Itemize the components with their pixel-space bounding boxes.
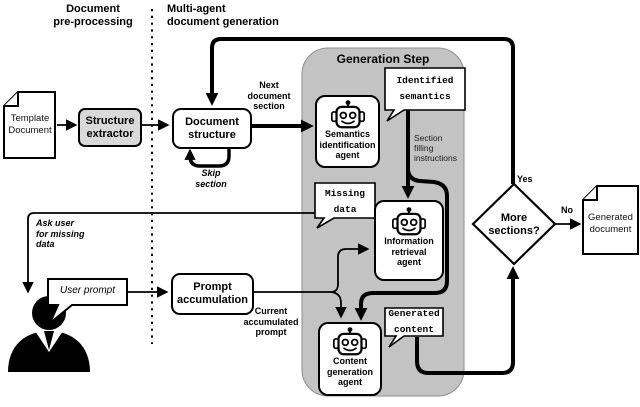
user-icon (8, 296, 90, 372)
more-sections-label: More sections? (488, 212, 540, 237)
document-structure-node: Document structure (172, 108, 252, 149)
yes-label: Yes (517, 174, 533, 184)
arrow-skip-section-loop (184, 147, 231, 168)
information-agent-label: Information retrieval agent (384, 236, 434, 267)
generated-content-text: Generated content (388, 308, 440, 335)
skip-section-label: Skip section (195, 168, 227, 189)
identified-semantics-text: Identified semantics (396, 75, 454, 102)
header-document-preprocessing: Document pre-processing (53, 3, 133, 28)
structure-extractor-node: Structure extractor (78, 108, 142, 147)
content-agent-label: Content generation agent (326, 356, 373, 387)
header-multi-agent-generation: Multi-agent document generation (167, 3, 279, 28)
next-document-section-label: Next document section (247, 80, 291, 111)
robot-icon (392, 207, 426, 236)
section-filling-instructions-label: Section filling instructions (414, 133, 457, 163)
template-document-label: Template Document (8, 113, 52, 136)
information-retrieval-agent-node: Information retrieval agent (374, 200, 444, 281)
semantics-agent-label: Semantics identification agent (319, 129, 376, 160)
missing-data-text: Missing data (325, 188, 365, 215)
content-generation-agent-node: Content generation agent (318, 322, 382, 396)
no-label: No (561, 205, 573, 215)
arrow-prompt-to-content-agent (330, 291, 347, 319)
robot-icon (330, 100, 365, 129)
ask-user-label: Ask user for missing data (36, 218, 85, 249)
current-accumulated-prompt-label: Current accumulated prompt (243, 306, 299, 337)
arrow-prompt-to-information-agent (330, 243, 370, 293)
semantics-identification-agent-node: Semantics identification agent (315, 95, 380, 168)
generation-step-title: Generation Step (336, 52, 430, 66)
user-prompt-text: User prompt (59, 285, 115, 296)
generated-document-label: Generated document (588, 212, 633, 235)
robot-icon (333, 327, 367, 356)
